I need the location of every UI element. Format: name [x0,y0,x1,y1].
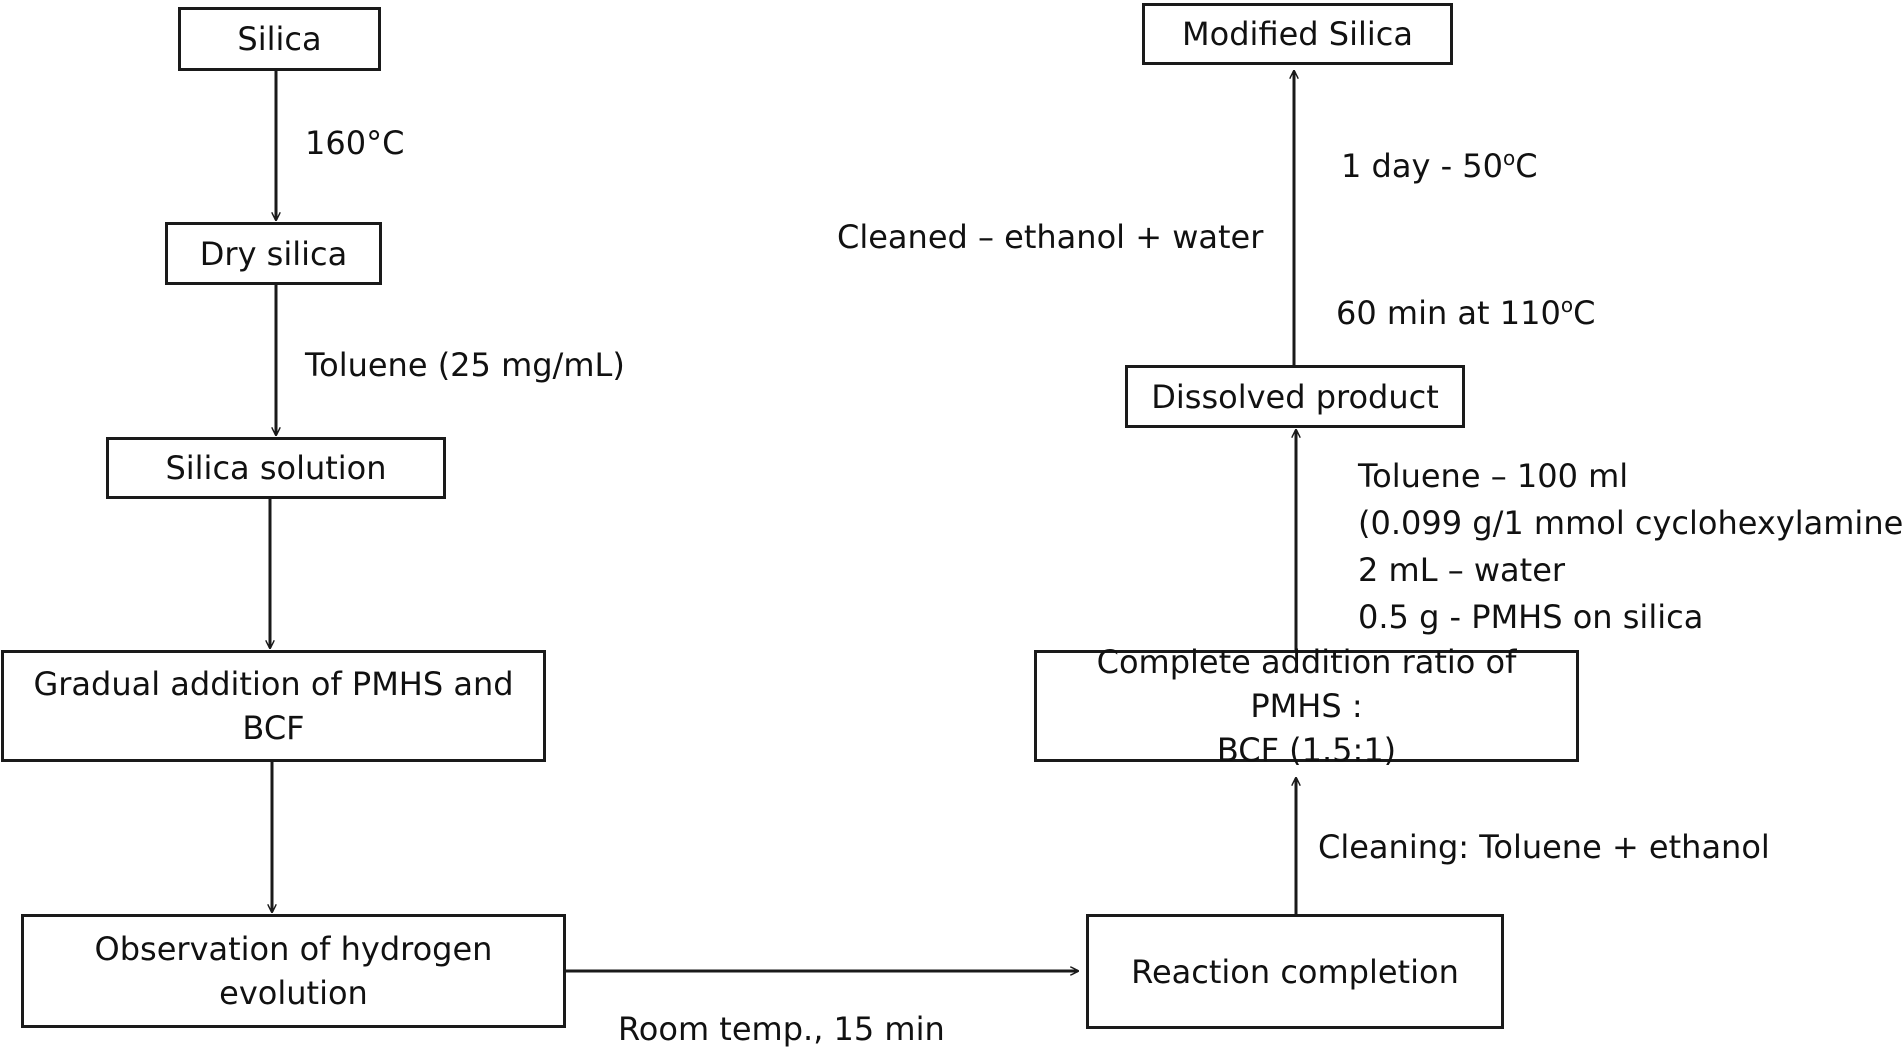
reagent-line-pmhs: 0.5 g - PMHS on silica [1358,598,1704,636]
silica-solution-box: Silica solution [106,437,446,499]
label-cleaning: Cleaning: Toluene + ethanol [1318,828,1770,866]
observation-box: Observation of hydrogen evolution [21,914,566,1028]
label-160c: 160°C [305,124,405,162]
dry-silica-box: Dry silica [165,222,382,285]
gradual-addition-box: Gradual addition of PMHS and BCF [1,650,546,762]
dissolved-product-box: Dissolved product [1125,365,1465,428]
modified-silica-box: Modified Silica [1142,3,1453,65]
label-1day-50c: 1 day - 50oC [1341,146,1538,185]
label-60min-110c: 60 min at 110oC [1336,293,1596,332]
reagent-line-water: 2 mL – water [1358,551,1566,589]
silica-box: Silica [178,7,381,71]
label-toluene-concentration: Toluene (25 mg/mL) [305,346,625,384]
reagent-line-toluene: Toluene – 100 ml [1358,457,1629,495]
label-reagents: Toluene – 100 ml (0.099 g/1 mmol cyclohe… [1358,453,1903,641]
reaction-completion-box: Reaction completion [1086,914,1504,1029]
reagent-line-cyclohexylamine: (0.099 g/1 mmol cyclohexylamine [1358,504,1903,542]
label-room-temp: Room temp., 15 min [618,1010,945,1048]
complete-addition-box: Complete addition ratio of PMHS : BCF (1… [1034,643,1579,769]
label-cleaned: Cleaned – ethanol + water [837,218,1264,256]
